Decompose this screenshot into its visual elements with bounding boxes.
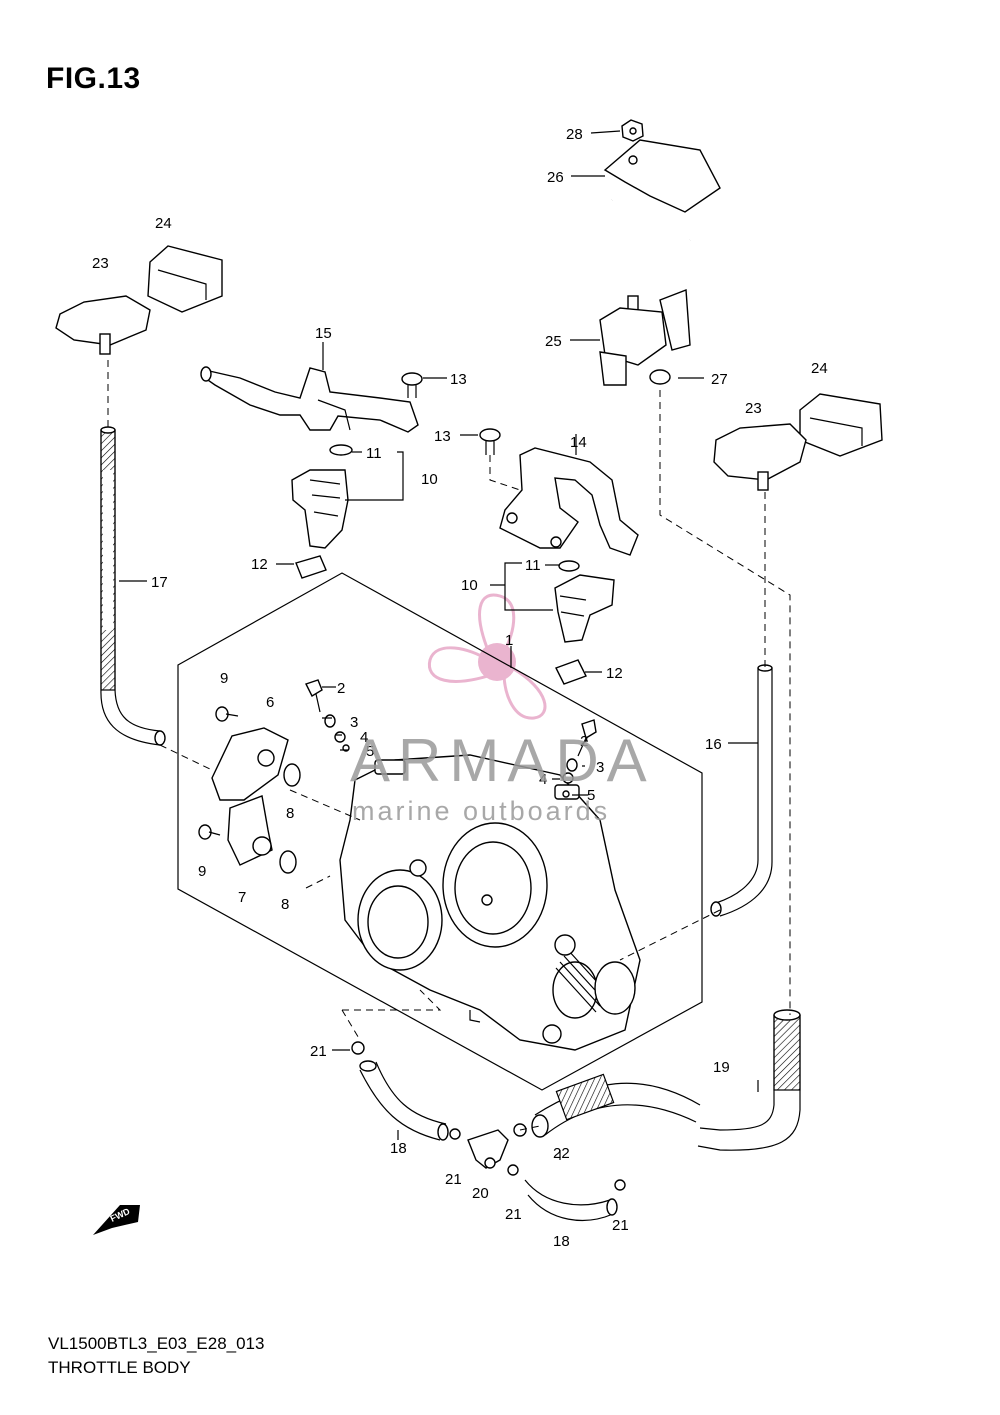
sensor-23-left	[55, 295, 151, 355]
sensor-cap-24-right	[799, 393, 883, 457]
callout-3a: 3	[350, 714, 358, 731]
callout-12b: 12	[606, 665, 623, 682]
callout-9a: 9	[220, 670, 228, 687]
hose-19	[531, 1009, 801, 1151]
callout-20: 20	[472, 1185, 489, 1202]
callout-24b: 24	[811, 360, 828, 377]
callout-11a: 11	[366, 445, 382, 462]
valve-25	[599, 289, 691, 386]
sensor-23-right	[713, 423, 807, 491]
joint-20	[467, 1129, 509, 1169]
callout-14: 14	[570, 434, 587, 451]
callout-4b: 4	[539, 771, 547, 788]
clamps	[351, 1041, 626, 1191]
callout-2a: 2	[337, 680, 345, 697]
hose-17	[100, 426, 166, 746]
callout-1: 1	[505, 632, 513, 649]
callout-15: 15	[315, 325, 332, 342]
throttle-body	[339, 754, 641, 1051]
screw-set-right	[562, 719, 597, 798]
callout-13a: 13	[450, 371, 467, 388]
screw-13-upper	[401, 372, 423, 398]
callout-8a: 8	[286, 805, 294, 822]
fwd-arrow: FWD	[93, 1205, 140, 1235]
callout-5a: 5	[366, 743, 374, 760]
callout-18a: 18	[390, 1140, 407, 1157]
sensor-6	[211, 727, 289, 801]
sensor-7	[227, 795, 273, 866]
callout-9b: 9	[198, 863, 206, 880]
callout-10b: 10	[461, 577, 478, 594]
callout-21b: 21	[445, 1171, 462, 1188]
fuel-delivery-pipe	[200, 366, 419, 433]
callout-18b: 18	[553, 1233, 570, 1250]
pipe-14	[499, 447, 639, 556]
callout-21d: 21	[612, 1217, 629, 1234]
callout-8b: 8	[281, 896, 289, 913]
hose-18-left	[359, 1060, 449, 1141]
watermark-subtitle: marine outboards	[352, 796, 611, 826]
screws-9	[198, 706, 239, 840]
clamp-27	[649, 369, 671, 385]
callout-7: 7	[238, 889, 246, 906]
screw-13-lower	[479, 428, 501, 455]
callout-22: 22	[553, 1145, 570, 1162]
callout-4a: 4	[360, 729, 368, 746]
callout-23a: 23	[92, 255, 109, 272]
callout-2b: 2	[580, 733, 588, 750]
callout-25: 25	[545, 333, 562, 350]
assembly-frame	[177, 572, 703, 1091]
o-rings-8	[279, 763, 301, 874]
hose-16	[710, 664, 773, 917]
watermark-brand: ARMADA	[350, 727, 655, 794]
callout-labels: 1 2 2 3 3 4 4 5 5 6 7 8 8 9 9 10 10 11 1…	[92, 126, 828, 1250]
callout-23b: 23	[745, 400, 762, 417]
callout-6: 6	[266, 694, 274, 711]
callout-21a: 21	[310, 1043, 327, 1060]
vacuum-hose-upper	[597, 197, 692, 276]
sensor-cap-24-left	[147, 245, 223, 313]
callout-27: 27	[711, 371, 728, 388]
bracket-26	[603, 139, 721, 213]
figure-name: THROTTLE BODY	[48, 1358, 191, 1377]
callout-13b: 13	[434, 428, 451, 445]
callout-5b: 5	[587, 787, 595, 804]
injector-upper	[291, 444, 353, 579]
watermark-logo	[427, 593, 547, 720]
callout-11b: 11	[525, 557, 541, 574]
figure-title: FIG.13	[46, 62, 141, 95]
callout-19: 19	[713, 1059, 730, 1076]
callout-28: 28	[566, 126, 583, 143]
figure-code: VL1500BTL3_E03_E28_013	[48, 1334, 265, 1353]
nut-28	[621, 119, 644, 142]
callout-16: 16	[705, 736, 722, 753]
callout-26: 26	[547, 169, 564, 186]
callout-3b: 3	[596, 759, 604, 776]
callout-24a: 24	[155, 215, 172, 232]
callout-10a: 10	[421, 471, 438, 488]
callout-12a: 12	[251, 556, 268, 573]
hose-18-right	[524, 1179, 618, 1222]
callout-21c: 21	[505, 1206, 522, 1223]
callout-17: 17	[151, 574, 168, 591]
leader-lines	[107, 130, 791, 1160]
injector-lower	[554, 560, 615, 685]
